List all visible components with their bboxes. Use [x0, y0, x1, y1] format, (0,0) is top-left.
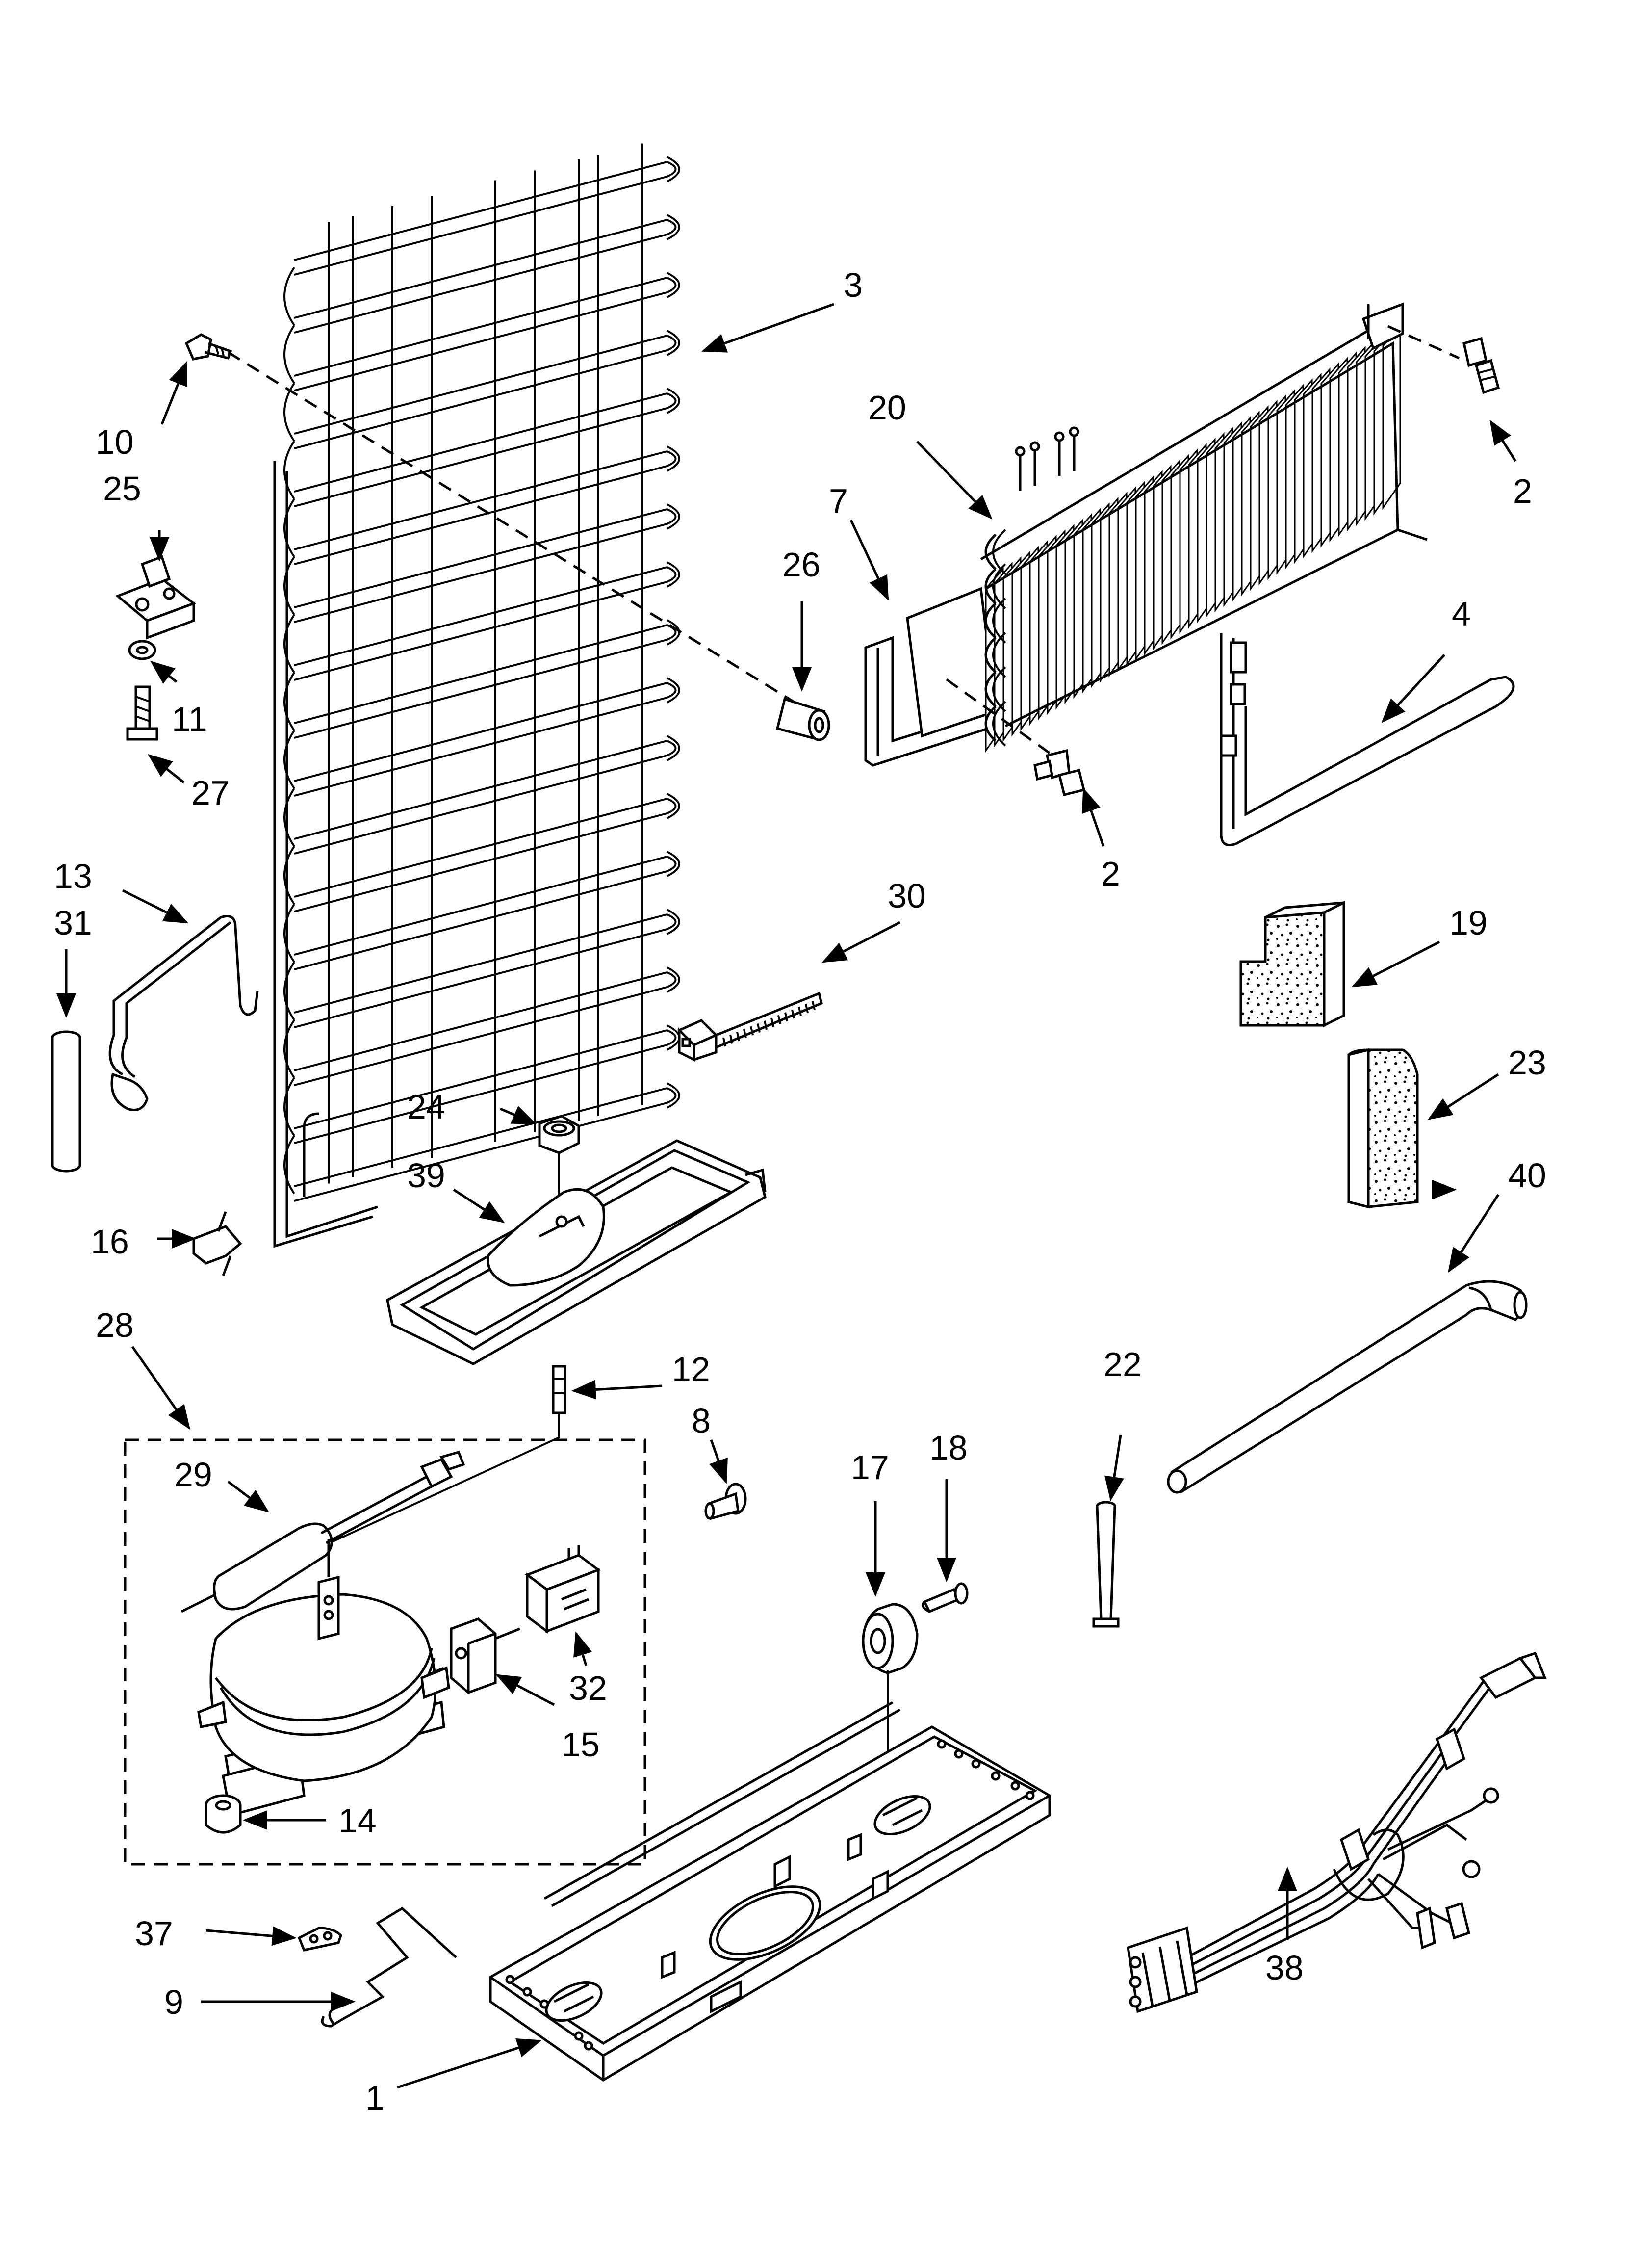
grommet-14-icon [205, 1794, 242, 1834]
capacitor-32-icon [524, 1545, 601, 1634]
label-part-12: 12 [672, 1350, 710, 1388]
part-number-labels: 3 10 25 11 27 20 7 26 2 4 2 30 13 31 19 … [54, 266, 1546, 2117]
screw-2-top-icon [1387, 325, 1500, 394]
label-part-37: 37 [135, 1914, 173, 1953]
wire-harness-38-icon [1127, 1651, 1547, 2013]
pin-18-icon [922, 1582, 969, 1614]
label-part-32: 32 [569, 1669, 607, 1707]
compressor-assembly-box [124, 1438, 646, 1866]
label-part-23: 23 [1508, 1043, 1546, 1082]
label-part-24: 24 [407, 1088, 445, 1126]
label-part-30: 30 [888, 877, 926, 915]
screw-27-icon [126, 685, 158, 741]
label-part-38: 38 [1265, 1949, 1304, 1987]
cable-tie-30-icon [677, 991, 823, 1062]
grommet-8-icon [704, 1483, 747, 1520]
label-part-26: 26 [782, 546, 821, 584]
leader-arrows [56, 303, 1517, 2089]
label-part-4: 4 [1452, 595, 1471, 633]
label-part-3: 3 [844, 266, 863, 304]
grommet-12-icon [313, 1365, 566, 1551]
drain-pan-39-icon [386, 1139, 767, 1365]
drier-29-icon [180, 1450, 465, 1613]
label-part-16: 16 [91, 1223, 129, 1261]
nut-24-icon [538, 1115, 580, 1197]
defrost-heater-4-icon [1220, 633, 1515, 846]
spacer-26-icon [775, 697, 830, 741]
label-part-39: 39 [407, 1156, 445, 1195]
bracket-25-icon [115, 555, 197, 640]
label-part-27: 27 [191, 774, 230, 812]
label-part-13: 13 [54, 857, 92, 895]
clip-16-icon [192, 1211, 242, 1276]
label-part-29: 29 [174, 1456, 212, 1494]
label-part-28: 28 [96, 1306, 134, 1344]
label-part-25: 25 [103, 469, 141, 508]
label-part-19: 19 [1449, 904, 1488, 942]
base-plate-1-icon [489, 1701, 1051, 2082]
sleeve-31-icon [51, 1030, 81, 1173]
tube-13-icon [108, 915, 259, 1111]
washer-11-icon [128, 640, 156, 660]
dash-line-10 [227, 351, 810, 713]
label-part-1: 1 [365, 2079, 385, 2117]
compressor-icon [197, 1534, 450, 1817]
pin-22-icon [1092, 1501, 1120, 1628]
label-part-15: 15 [562, 1725, 600, 1764]
insulator-19-icon [1239, 900, 1345, 1028]
label-part-18: 18 [929, 1429, 968, 1467]
label-part-40: 40 [1508, 1156, 1546, 1195]
condenser-coil [273, 143, 680, 1248]
label-part-2-top: 2 [1513, 472, 1532, 510]
label-part-9: 9 [164, 1983, 183, 2021]
screw-10-icon [184, 333, 232, 361]
label-part-14: 14 [338, 1801, 377, 1840]
label-part-31: 31 [54, 904, 92, 942]
clip-37-icon [297, 1927, 342, 1952]
insulator-23-icon [1347, 1048, 1419, 1209]
label-part-17: 17 [851, 1448, 889, 1486]
label-part-10: 10 [96, 423, 134, 461]
label-part-8: 8 [692, 1402, 711, 1440]
wire-9-icon [321, 1906, 457, 2028]
label-part-11: 11 [172, 700, 207, 738]
label-part-7: 7 [829, 482, 848, 520]
roller-17-icon [862, 1603, 919, 1766]
label-part-22: 22 [1103, 1345, 1142, 1383]
tube-40-icon [1167, 1280, 1528, 1494]
label-part-20: 20 [868, 389, 906, 427]
label-part-2-bottom: 2 [1101, 855, 1120, 893]
evaporator-assembly [864, 302, 1428, 767]
relay-15-icon [426, 1617, 520, 1694]
